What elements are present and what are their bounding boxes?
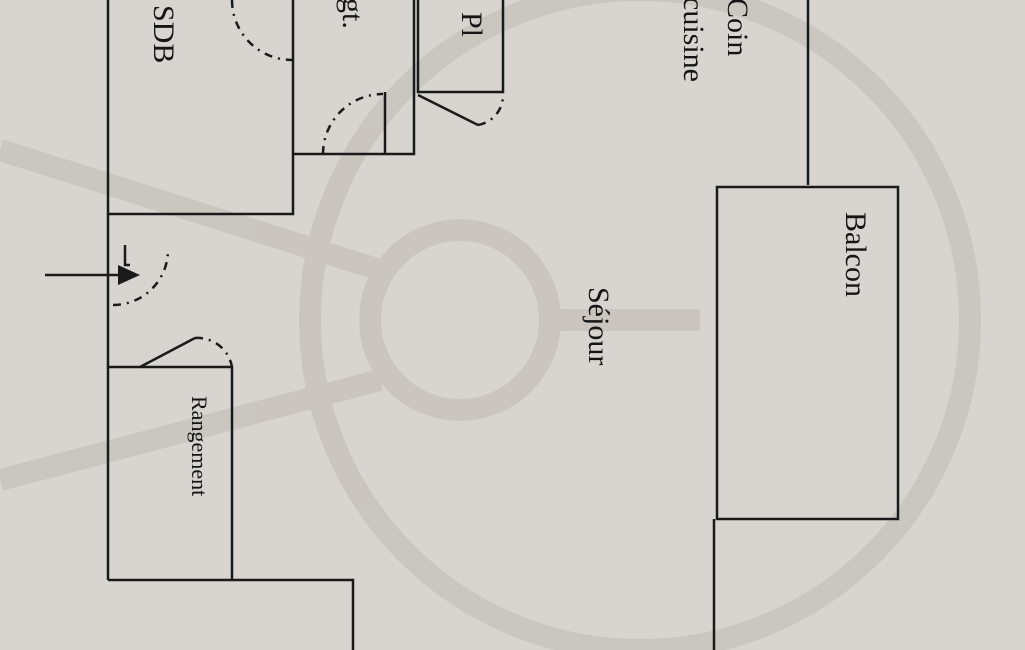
door-swings bbox=[112, 0, 505, 368]
watermark bbox=[0, 0, 981, 650]
balcony-outline bbox=[715, 185, 900, 521]
room-label-coin: Coin bbox=[721, 0, 754, 57]
entrance-arrow bbox=[45, 265, 140, 285]
room-label-sejour: Séjour bbox=[582, 287, 615, 366]
room-label-sdb: SDB bbox=[147, 5, 180, 64]
room-label-dgt: gt. bbox=[336, 0, 369, 29]
room-label-rangement: Rangement bbox=[187, 396, 212, 497]
room-label-cuisine: cuisine bbox=[677, 0, 710, 82]
walls bbox=[106, 0, 900, 650]
room-label-pl: Pl bbox=[455, 12, 488, 38]
room-label-balcon: Balcon bbox=[839, 212, 872, 297]
